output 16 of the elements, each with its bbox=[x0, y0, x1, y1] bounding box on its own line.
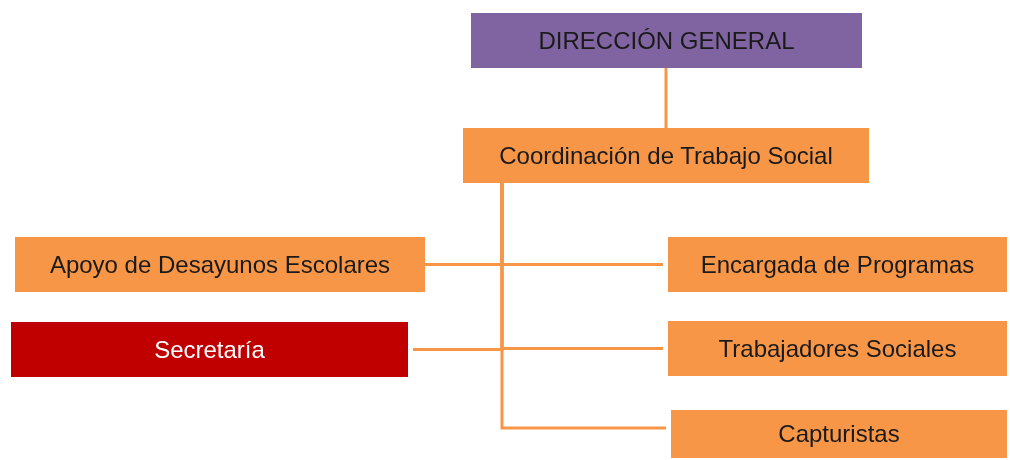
org-box bbox=[11, 322, 408, 377]
connector-line bbox=[664, 68, 668, 128]
box-label: Apoyo de Desayunos Escolares bbox=[49, 250, 391, 279]
box-label: Capturistas bbox=[778, 420, 900, 448]
org-box bbox=[668, 237, 1007, 292]
box-label: DIRECCIÓN GENERAL bbox=[538, 26, 795, 55]
org-box bbox=[471, 13, 862, 68]
org-box bbox=[668, 321, 1007, 376]
box-label: Trabajadores Sociales bbox=[718, 334, 957, 363]
connector-line bbox=[500, 183, 666, 430]
org-box bbox=[463, 128, 869, 183]
org-box bbox=[15, 237, 425, 292]
box-label: Encargada de Programas bbox=[700, 250, 975, 279]
org-box bbox=[671, 410, 1007, 458]
box-label: Secretaría bbox=[154, 335, 265, 364]
box-label: Coordinación de Trabajo Social bbox=[499, 141, 833, 170]
